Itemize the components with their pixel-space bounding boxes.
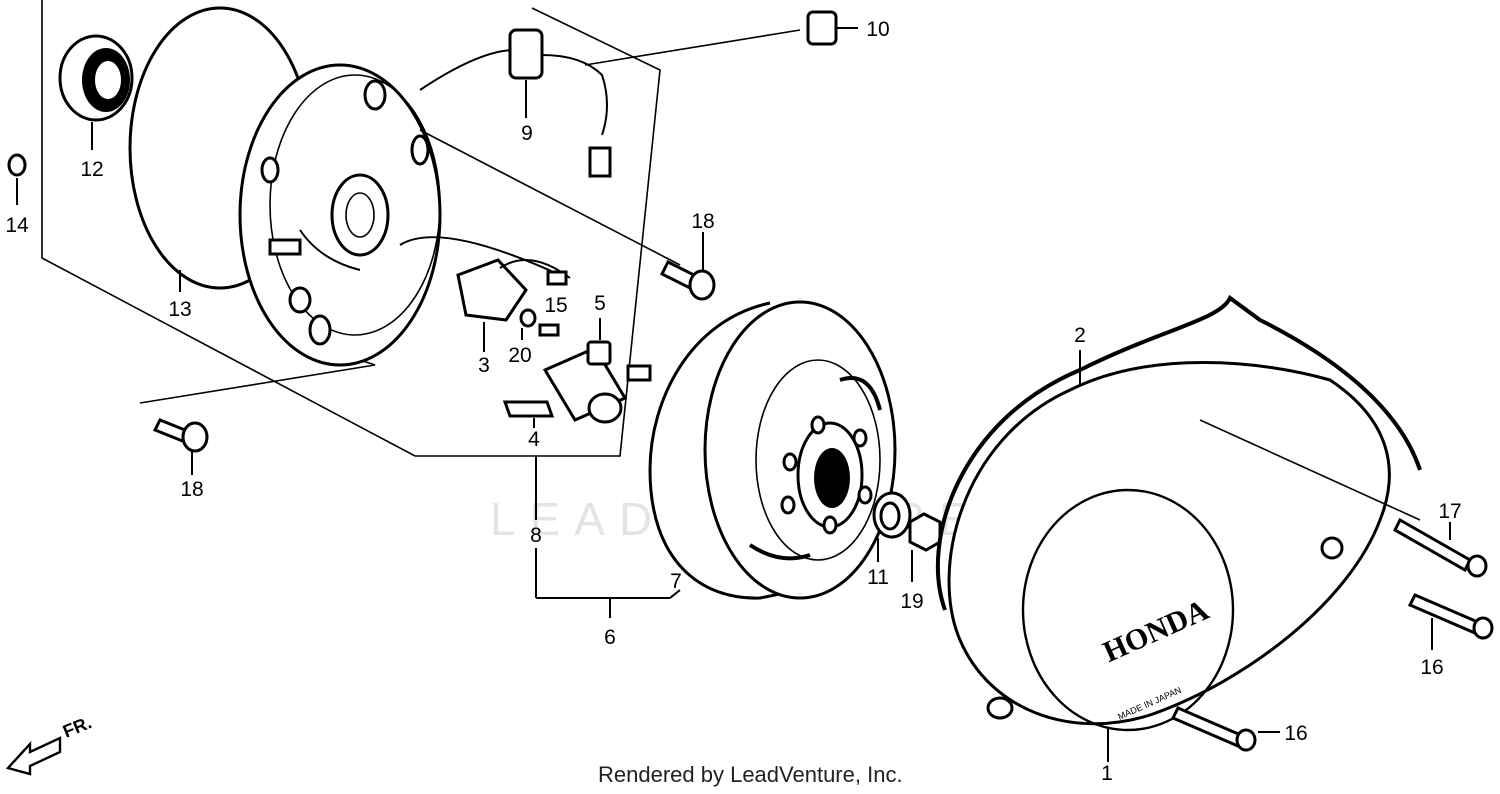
- stator-group-outline: [41, 0, 661, 457]
- callout-12: 12: [80, 158, 103, 181]
- callout-17: 17: [1438, 500, 1461, 523]
- front-direction-arrow: FR.: [5, 712, 94, 776]
- callout-5: 5: [594, 292, 606, 315]
- part-19-nut[interactable]: [908, 512, 942, 582]
- part-14-washer[interactable]: [7, 153, 27, 205]
- callout-1: 1: [1101, 762, 1113, 785]
- part-20-washer[interactable]: [519, 308, 537, 340]
- callout-15: 15: [544, 294, 567, 317]
- callout-2: 2: [1074, 324, 1086, 347]
- part-5-coil[interactable]: [542, 318, 652, 424]
- callout-8: 8: [530, 524, 542, 547]
- part-4-block[interactable]: [502, 400, 555, 428]
- callout-3: 3: [478, 354, 490, 377]
- part-10-clamp[interactable]: [806, 10, 858, 46]
- callout-6: 6: [604, 626, 616, 649]
- callout-4: 4: [528, 428, 540, 451]
- callout-11: 11: [867, 566, 889, 589]
- callout-14: 14: [5, 214, 29, 237]
- callout-18-top: 18: [691, 210, 714, 233]
- part-17-bolt[interactable]: [1320, 517, 1488, 578]
- part-1-left-crankcase-cover[interactable]: HONDA MADE IN JAPAN: [947, 361, 1421, 763]
- callout-7: 7: [670, 570, 682, 593]
- part-7-flywheel-rotor[interactable]: [648, 300, 897, 600]
- part-18-screw-top[interactable]: [659, 232, 716, 301]
- callout-bracket-6-7-8: [535, 456, 681, 618]
- part-16-bolt-upper[interactable]: [1407, 593, 1494, 650]
- stator-plate[interactable]: [238, 49, 681, 367]
- callout-10: 10: [866, 18, 889, 41]
- callout-9: 9: [521, 122, 533, 145]
- part-18-screw-bottom[interactable]: [152, 418, 209, 475]
- callout-16-upper: 16: [1420, 656, 1443, 679]
- front-indicator-label: FR.: [60, 712, 94, 741]
- callout-18-bottom: 18: [180, 478, 203, 501]
- callout-13: 13: [168, 298, 191, 321]
- callout-20: 20: [508, 344, 531, 367]
- part-16-bolt-lower[interactable]: [1170, 706, 1280, 752]
- credit-text: Rendered by LeadVenture, Inc.: [598, 762, 903, 787]
- part-9-wire-grommet[interactable]: [508, 28, 801, 178]
- part-3-pulse-generator[interactable]: [456, 258, 571, 352]
- callout-19: 19: [900, 590, 923, 613]
- part-11-washer[interactable]: [872, 491, 912, 562]
- part-12-oil-seal[interactable]: [58, 34, 134, 150]
- part-15-screw[interactable]: [538, 323, 560, 337]
- callout-16-lower: 16: [1284, 722, 1307, 745]
